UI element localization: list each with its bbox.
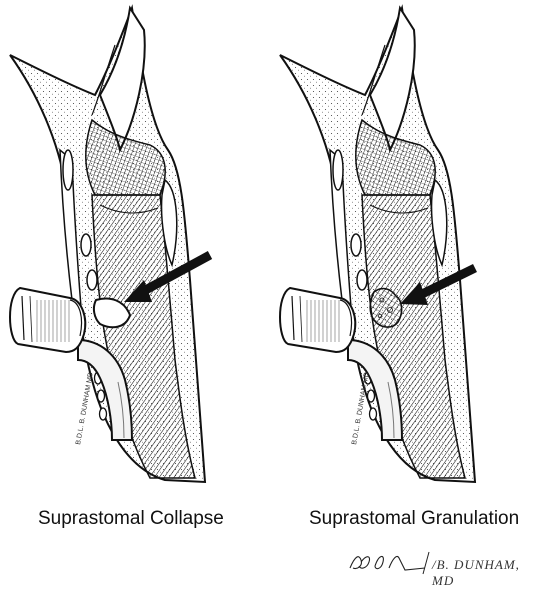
caption-suprastomal-granulation: Suprastomal Granulation [309,508,520,529]
illustration-signature-right: B.D.L. B. DUNHAM MD [351,372,371,446]
caption-suprastomal-collapse: Suprastomal Collapse [38,508,224,529]
granulation-tissue [369,287,403,328]
illustration-suprastomal-collapse: B.D.L. B. DUNHAM MD [0,0,270,500]
arrow-icon [124,251,213,302]
artist-signature [349,551,430,575]
artist-name: /B. DUNHAM, MD [432,557,520,588]
arrow-icon [400,263,477,305]
illustration-suprastomal-granulation: B.D.L. B. DUNHAM MD [270,0,540,500]
illustration-signature-left: B.D.L. B. DUNHAM MD [75,372,95,446]
collapsed-wall [92,297,132,329]
